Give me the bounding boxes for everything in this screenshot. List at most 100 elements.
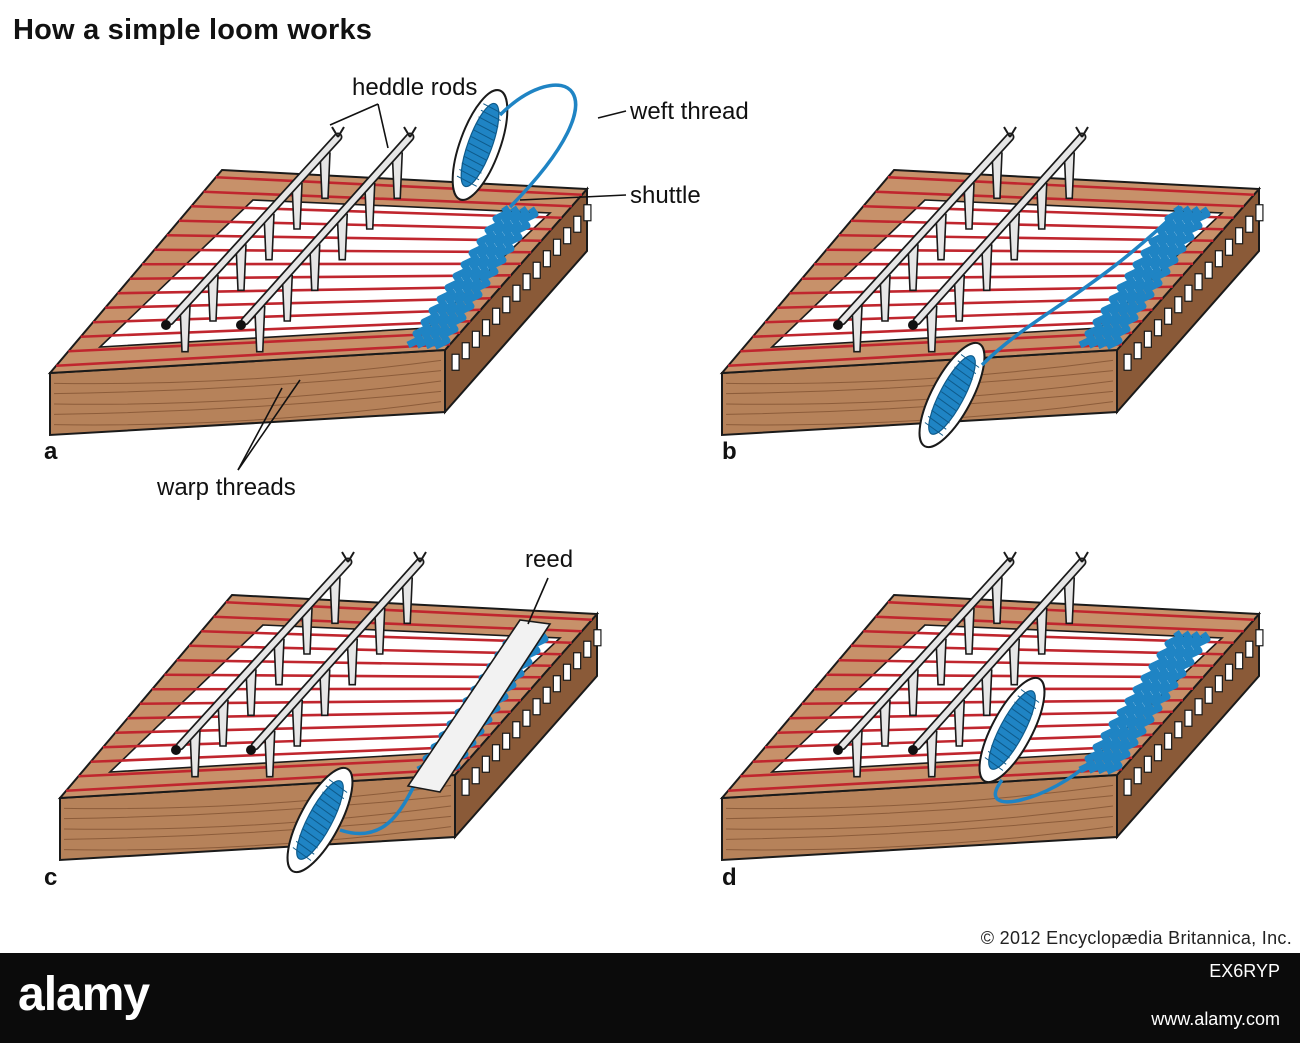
warp-peg: [502, 732, 511, 750]
label-weft-thread: weft thread: [630, 98, 749, 125]
weft-woven-band: [1087, 205, 1193, 349]
warp-thread: [740, 756, 1133, 778]
warp-thread: [814, 262, 1194, 266]
weft-woven-band: [415, 205, 521, 349]
yarn-wrap: [480, 109, 501, 122]
heddle-loop: [281, 274, 294, 322]
warp-peg: [562, 663, 572, 681]
label-shuttle: shuttle: [630, 182, 701, 209]
heddle-rod-hook: [413, 551, 427, 563]
image-code: EX6RYP: [1209, 961, 1280, 981]
heddle-loop: [217, 699, 229, 747]
heddle-loop: [980, 244, 993, 292]
weft-woven-band: [1105, 631, 1211, 775]
warp-peg: [512, 284, 521, 302]
warp-peg: [1164, 307, 1173, 325]
warp-thread: [105, 296, 491, 310]
callout-leader-lines: [237, 103, 627, 625]
loom-panel-c: [50, 520, 610, 920]
heddle-loop: [301, 607, 313, 655]
warp-thread: [801, 698, 1183, 706]
heddle-loop: [1063, 152, 1076, 200]
yarn-wrap: [924, 422, 944, 436]
warp-thread: [139, 698, 521, 706]
yarn-wrap: [466, 149, 487, 161]
warp-peg: [502, 296, 511, 314]
wood-grain: [725, 815, 1114, 840]
warp-thread: [752, 744, 1143, 764]
warp-thread: [142, 262, 522, 266]
heddle-rod: [252, 559, 423, 749]
heddle-rod-hook: [331, 126, 345, 138]
yarn-wrap: [997, 732, 1017, 747]
heddle-rod-knob: [908, 745, 918, 755]
yarn-wrap: [318, 797, 338, 812]
heddle-rod-hook: [403, 126, 417, 138]
yarn-wrap: [984, 757, 1004, 771]
warp-peg: [542, 250, 551, 268]
shuttle: [286, 766, 354, 874]
shuttle: [918, 341, 986, 449]
warp-peg: [1184, 284, 1193, 302]
warp-peg: [552, 238, 562, 256]
heddle-loop: [991, 152, 1003, 200]
weft-thread: [980, 205, 1184, 367]
heddle-rod: [914, 559, 1085, 749]
yarn-wrap: [459, 168, 480, 181]
heddle-rod-hook: [1003, 551, 1017, 563]
heddle-loop: [935, 213, 947, 261]
yarn-wrap: [463, 155, 485, 168]
warp-peg: [1204, 261, 1213, 279]
panel-label-d: d: [722, 864, 737, 891]
yarn-wrap: [1010, 707, 1030, 722]
wood-grain: [725, 380, 1114, 405]
yarn-wrap: [312, 810, 331, 824]
heddle-loop: [991, 577, 1003, 625]
yarn-wrap: [322, 791, 341, 806]
warp-peg: [593, 629, 602, 647]
yarn-wrap: [468, 142, 489, 154]
warp-thread: [801, 273, 1183, 281]
heddle-loop: [980, 669, 993, 717]
heddle-loop: [346, 638, 359, 686]
reed: [406, 619, 552, 793]
warp-peg: [451, 353, 460, 371]
heddle-loop: [925, 305, 938, 353]
yarn-wrap: [315, 803, 335, 818]
yarn-wrap: [299, 834, 318, 849]
warp-thread: [777, 296, 1163, 310]
warp-peg: [1174, 721, 1183, 739]
yarn-wrap: [1014, 701, 1033, 716]
loom-illustration-c: [57, 551, 602, 874]
panel-label-c: c: [44, 864, 58, 891]
warp-peg: [1123, 778, 1132, 796]
leader-heddle-rod-1: [329, 103, 379, 126]
heddle-loop: [907, 244, 919, 292]
warp-peg: [1164, 732, 1173, 750]
warp-peg: [573, 215, 582, 233]
warp-peg: [532, 261, 541, 279]
heddle-rod-hook: [341, 551, 355, 563]
heddle-loop: [1063, 577, 1076, 625]
yarn-wrap: [461, 162, 482, 174]
loom-a: [47, 83, 592, 437]
yarn-wrap: [471, 136, 492, 148]
yarn-wrap: [957, 360, 977, 375]
wood-grain: [53, 380, 442, 405]
yarn-wrap: [473, 129, 494, 141]
heddle-loop: [851, 730, 863, 778]
leader-shuttle: [519, 194, 627, 201]
warp-peg: [1153, 744, 1163, 762]
footer-url[interactable]: www.alamy.com: [1151, 1009, 1280, 1029]
yarn-wrap: [1001, 726, 1020, 740]
warp-peg: [552, 675, 561, 693]
heddle-loop: [963, 607, 975, 655]
warp-peg: [1224, 663, 1234, 681]
warp-thread: [875, 190, 1244, 208]
warp-peg: [1153, 319, 1163, 337]
wood-grain: [53, 401, 442, 426]
heddle-loop: [1035, 182, 1048, 230]
yarn-wrap: [954, 366, 973, 381]
warp-peg: [542, 686, 551, 704]
label-reed: reed: [525, 546, 574, 573]
